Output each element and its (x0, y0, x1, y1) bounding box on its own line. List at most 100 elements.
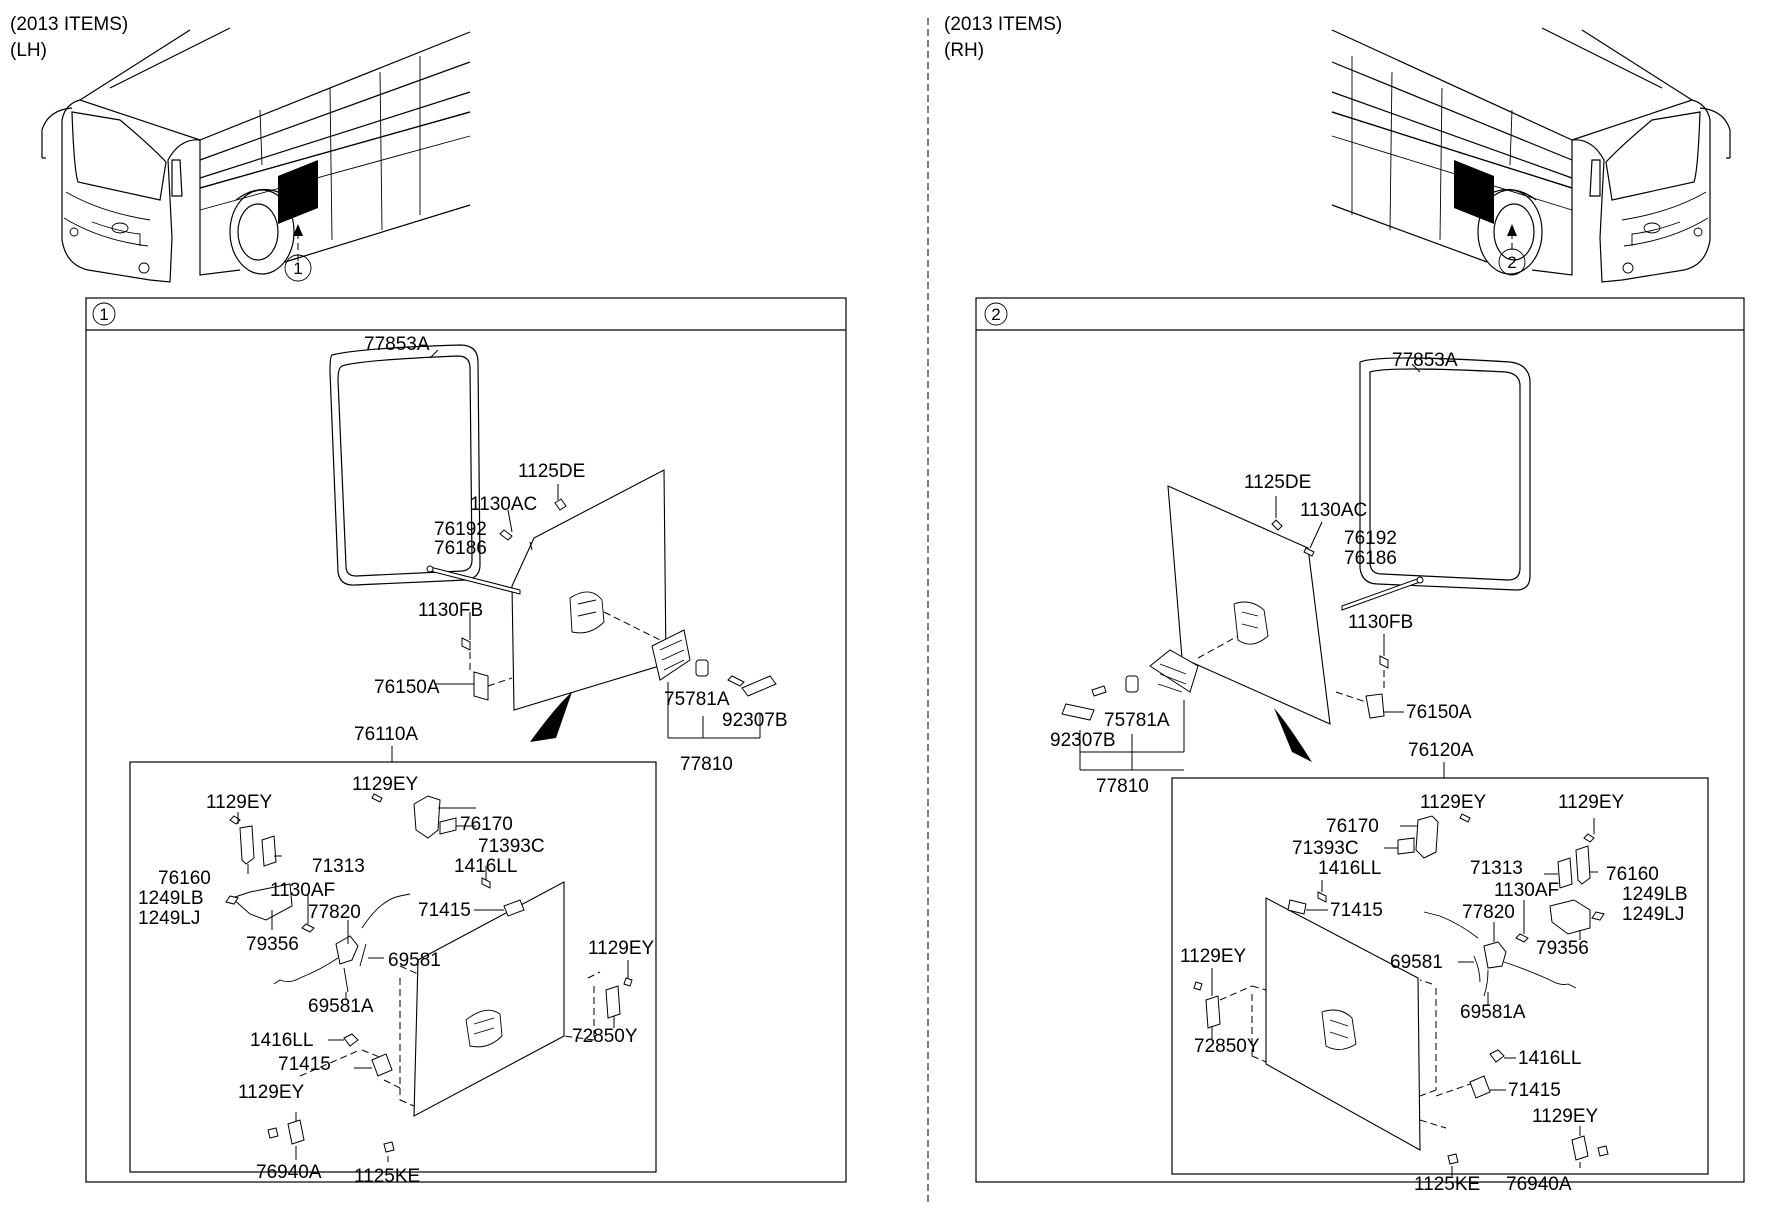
rh-label-nut-lj: 1249LJ (1622, 904, 1684, 925)
rh-label-grommet-1: 1416LL (1318, 858, 1381, 879)
lh-label-nut-lj: 1249LJ (138, 908, 200, 929)
lh-outside-handle (651, 629, 777, 697)
rh-label-clip: 71393C (1292, 838, 1359, 859)
rh-label-plate: 79356 (1536, 938, 1589, 959)
lh-panel-wedge (530, 692, 572, 742)
lh-upper-hinge (473, 671, 489, 701)
rh-striker (1193, 981, 1221, 1029)
lh-label-seal: 77853A (364, 334, 430, 355)
rh-outer-panel (1167, 485, 1331, 725)
rh-label-hinge-b: 76160 (1606, 864, 1659, 885)
lh-label-bolt-ey-3: 1129EY (588, 938, 655, 959)
rh-rod-guide (1287, 899, 1307, 915)
rh-label-seal: 77853A (1392, 350, 1458, 371)
rh-label-stay-b: 76186 (1344, 548, 1397, 569)
left-header-year: (2013 ITEMS) (10, 14, 128, 35)
rh-box-badge: 2 (991, 305, 1000, 324)
lh-hinge-assembly (225, 815, 293, 921)
rh-label-handle: 92307B (1050, 730, 1116, 751)
rh-label-bolt-ey-2: 1129EY (1558, 792, 1625, 813)
rh-label-lever: 71313 (1470, 858, 1523, 879)
lh-label-latch: 77820 (308, 902, 361, 923)
lh-label-striker: 72850Y (572, 1026, 638, 1047)
lh-inner-door-frame (129, 761, 657, 1173)
rh-label-latch: 77820 (1462, 902, 1515, 923)
rh-upper-bracket (1397, 813, 1471, 859)
lh-callout-number: 1 (293, 259, 302, 278)
rh-label-stay-a: 76192 (1344, 528, 1397, 549)
bus-illustration-lh: 1 (41, 27, 471, 283)
rh-label-cable: 69581 (1390, 952, 1443, 973)
right-header-side: (RH) (944, 40, 984, 61)
lh-label-handle: 92307B (722, 710, 788, 731)
lh-label-screw-ke: 1125KE (354, 1166, 420, 1187)
rh-latch-assembly (1423, 911, 1577, 997)
rh-label-bracket: 76170 (1326, 816, 1379, 837)
bus-illustration-rh: 2 (1331, 27, 1731, 283)
rh-hinge-assembly (1549, 833, 1605, 935)
lh-label-hinge-b: 76160 (158, 868, 211, 889)
lh-label-bracket: 76170 (460, 814, 513, 835)
rh-label-hinge-c: 76940A (1506, 1174, 1572, 1195)
lh-label-cable: 69581 (388, 950, 441, 971)
rh-door-stay (1341, 577, 1421, 611)
lh-label-bolt-ey-1: 1129EY (206, 792, 273, 813)
rh-compartment-marker (1454, 160, 1494, 224)
rh-label-bolt-ey-3: 1129EY (1180, 946, 1247, 967)
lh-label-nut-lb: 1249LB (138, 888, 204, 909)
lh-detail-frame (85, 297, 847, 1183)
rh-callout-number: 2 (1507, 253, 1516, 272)
lh-rod-guide (503, 899, 525, 917)
rh-label-screw-ke: 1125KE (1414, 1174, 1480, 1195)
lh-label-grommet-1: 1416LL (454, 856, 517, 877)
rh-label-hinge-a: 76150A (1406, 702, 1472, 723)
rh-outside-handle (1061, 649, 1199, 721)
lh-label-stay-b: 76186 (434, 538, 487, 559)
lh-outer-panel (511, 469, 667, 711)
lh-compartment-marker (278, 160, 318, 224)
rh-label-grommet-2: 1416LL (1518, 1048, 1581, 1069)
lh-label-screw-ac: 1130AC (470, 494, 537, 515)
rh-label-screw-ac: 1130AC (1300, 500, 1367, 521)
lh-striker (605, 977, 633, 1019)
lh-label-hinge-a: 76150A (374, 677, 440, 698)
rh-label-striker: 72850Y (1194, 1036, 1260, 1057)
rh-label-cable-a: 69581A (1460, 1002, 1526, 1023)
rh-lower-hinge (1571, 1135, 1589, 1161)
rh-detail-frame (975, 297, 1745, 1183)
lh-door-seal (329, 344, 481, 586)
rh-inner-door-frame (1171, 777, 1709, 1175)
lh-label-bolt-ey-4: 1129EY (238, 1082, 305, 1103)
rh-label-nut-lb: 1249LB (1622, 884, 1688, 905)
lh-label-bolt-top: 1125DE (518, 461, 585, 482)
rh-label-bolt-ey-1: 1129EY (1420, 792, 1487, 813)
lh-box-badge: 1 (99, 305, 108, 324)
rh-label-assy: 77810 (1096, 776, 1149, 797)
lh-label-assy: 77810 (680, 754, 733, 775)
rh-label-screw-fb: 1130FB (1348, 612, 1413, 633)
lh-label-cable-a: 69581A (308, 996, 374, 1017)
lh-label-screw-fb: 1130FB (418, 600, 483, 621)
rh-upper-hinge (1365, 693, 1385, 719)
lh-label-grommet-2: 1416LL (250, 1030, 313, 1051)
rh-label-door-assy: 76120A (1408, 740, 1474, 761)
lh-label-bumper: 75781A (664, 689, 730, 710)
rh-label-bolt-top: 1125DE (1244, 472, 1311, 493)
right-header-year: (2013 ITEMS) (944, 14, 1062, 35)
rh-door-seal (1359, 357, 1531, 591)
lh-label-stay-a: 76192 (434, 519, 487, 540)
lh-label-lever: 71313 (312, 856, 365, 877)
lh-lower-hinge (287, 1119, 305, 1145)
lh-label-plate: 79356 (246, 934, 299, 955)
left-header-side: (LH) (10, 40, 47, 61)
rh-label-screw-af: 1130AF (1494, 880, 1559, 901)
rh-label-bumper: 75781A (1104, 710, 1170, 731)
rh-label-bolt-ey-4: 1129EY (1532, 1106, 1599, 1127)
rh-panel-wedge (1274, 708, 1312, 762)
lh-label-hinge-c: 76940A (256, 1162, 322, 1183)
lh-label-rod-2: 71415 (278, 1054, 331, 1075)
lh-label-door-assy: 76110A (354, 724, 418, 745)
rh-label-rod-2: 71415 (1508, 1080, 1561, 1101)
lh-label-clip: 71393C (478, 836, 545, 857)
lh-upper-bracket (371, 793, 457, 839)
